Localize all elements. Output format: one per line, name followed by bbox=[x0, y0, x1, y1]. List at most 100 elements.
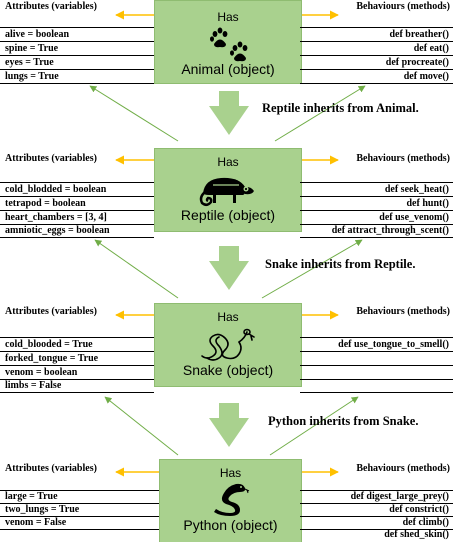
reptile-method: def seek_heat() bbox=[384, 184, 449, 195]
reptile-attribute: amniotic_eggs = boolean bbox=[5, 225, 110, 236]
animal-attributes-header: Attributes (variables) bbox=[5, 1, 97, 12]
reptile-object-title: Reptile (object) bbox=[180, 207, 276, 223]
down-arrow-2 bbox=[209, 246, 249, 290]
reptile-method-rule-1 bbox=[300, 196, 453, 197]
reptile-attr-rule-4 bbox=[0, 237, 154, 238]
reptile-inherits-caption: Reptile inherits from Animal. bbox=[262, 101, 419, 115]
animal-method-rule-4 bbox=[300, 83, 453, 84]
snake-attr-rule-2 bbox=[0, 365, 154, 366]
reptile-attribute: tetrapod = boolean bbox=[5, 198, 86, 209]
animal-method-rule-3 bbox=[300, 69, 453, 70]
animal-attr-rule-0 bbox=[0, 27, 154, 28]
python-method: def constrict() bbox=[389, 504, 449, 515]
reptile-object-box: Has Reptile (object) bbox=[154, 148, 302, 232]
reptile-behaviours-header: Behaviours (methods) bbox=[356, 153, 450, 164]
animal-attribute: alive = boolean bbox=[5, 29, 70, 40]
snake-method-rule-4 bbox=[300, 392, 453, 393]
animal-method-rule-0 bbox=[300, 27, 453, 28]
python-method: def digest_large_prey() bbox=[350, 491, 449, 502]
python-snake-icon bbox=[214, 483, 250, 516]
reptile-attributes-header: Attributes (variables) bbox=[5, 153, 97, 164]
snake-attribute: venom = boolean bbox=[5, 367, 78, 378]
animal-object-box: Has Animal (object) bbox=[154, 0, 302, 84]
reptile-method-rule-3 bbox=[300, 224, 453, 225]
snake-outline-icon bbox=[201, 328, 255, 361]
reptile-method: def use_venom() bbox=[379, 212, 449, 223]
python-attribute: two_lungs = True bbox=[5, 504, 80, 515]
snake-attr-rule-1 bbox=[0, 351, 154, 352]
animal-method: def eat() bbox=[413, 43, 449, 54]
python-has-label: Has bbox=[219, 466, 242, 480]
python-method: def shed_skin() bbox=[384, 529, 449, 540]
animal-attr-rule-4 bbox=[0, 83, 154, 84]
animal-behaviours-header: Behaviours (methods) bbox=[356, 1, 450, 12]
animal-method: def breather() bbox=[389, 29, 449, 40]
reptile-attr-rule-0 bbox=[0, 182, 154, 183]
animal-attribute: eyes = True bbox=[5, 57, 54, 68]
python-attr-rule-0 bbox=[0, 490, 159, 491]
inherit-arrow-right-2 bbox=[261, 239, 363, 299]
reptile-method-rule-0 bbox=[300, 182, 453, 183]
snake-has-label: Has bbox=[217, 310, 239, 324]
animal-has-label: Has bbox=[217, 10, 239, 24]
inherit-arrow-right-1 bbox=[274, 85, 366, 142]
snake-attribute: limbs = False bbox=[5, 380, 62, 391]
python-behaviours-header: Behaviours (methods) bbox=[356, 463, 450, 474]
reptile-attribute: heart_chambers = [3, 4] bbox=[5, 212, 107, 223]
snake-method-rule-0 bbox=[300, 337, 453, 338]
down-arrow-1 bbox=[209, 91, 249, 135]
python-attribute: venom = False bbox=[5, 517, 67, 528]
paw-prints-icon bbox=[210, 27, 248, 62]
animal-attr-rule-3 bbox=[0, 69, 154, 70]
python-attr-rule-3 bbox=[0, 529, 159, 530]
reptile-has-label: Has bbox=[217, 155, 239, 169]
python-method-rule-0 bbox=[300, 490, 453, 491]
python-attr-rule-2 bbox=[0, 516, 159, 517]
inherit-arrow-left-3 bbox=[104, 396, 179, 456]
python-method-rule-2 bbox=[300, 516, 453, 517]
reptile-method-rule-2 bbox=[300, 210, 453, 211]
animal-attribute: spine = True bbox=[5, 43, 59, 54]
python-method-rule-3 bbox=[300, 529, 453, 530]
animal-method-rule-1 bbox=[300, 41, 453, 42]
snake-behaviours-header: Behaviours (methods) bbox=[356, 306, 450, 317]
snake-attr-rule-4 bbox=[0, 392, 154, 393]
animal-attr-rule-2 bbox=[0, 55, 154, 56]
python-method: def climb() bbox=[402, 517, 449, 528]
python-object-title: Python (object) bbox=[183, 517, 278, 533]
reptile-attr-rule-3 bbox=[0, 224, 154, 225]
snake-attr-rule-3 bbox=[0, 379, 154, 380]
reptile-method: def hunt() bbox=[406, 198, 449, 209]
python-object-box: Has Python (object) bbox=[159, 459, 302, 542]
inherit-arrow-right-3 bbox=[269, 396, 359, 456]
animal-object-title: Animal (object) bbox=[181, 61, 275, 77]
animal-attr-rule-1 bbox=[0, 41, 154, 42]
inherit-arrow-left-2 bbox=[94, 239, 179, 299]
snake-inherits-caption: Snake inherits from Reptile. bbox=[265, 257, 416, 271]
animal-method: def procreate() bbox=[385, 57, 449, 68]
python-attr-rule-1 bbox=[0, 503, 159, 504]
snake-object-title: Snake (object) bbox=[182, 362, 274, 378]
reptile-method-rule-4 bbox=[300, 237, 453, 238]
snake-attributes-header: Attributes (variables) bbox=[5, 306, 97, 317]
animal-attribute: lungs = True bbox=[5, 71, 59, 82]
reptile-attr-rule-1 bbox=[0, 196, 154, 197]
inherit-arrow-left-1 bbox=[89, 85, 179, 142]
animal-method-rule-2 bbox=[300, 55, 453, 56]
python-inherits-caption: Python inherits from Snake. bbox=[268, 414, 419, 428]
chameleon-icon bbox=[199, 177, 254, 206]
snake-attribute: forked_tongue = True bbox=[5, 353, 99, 364]
reptile-attr-rule-2 bbox=[0, 210, 154, 211]
python-attributes-header: Attributes (variables) bbox=[5, 463, 97, 474]
down-arrow-3 bbox=[209, 403, 249, 447]
snake-method-rule-2 bbox=[300, 365, 453, 366]
snake-attr-rule-0 bbox=[0, 337, 154, 338]
reptile-method: def attract_through_scent() bbox=[331, 225, 449, 236]
snake-method: def use_tongue_to_smell() bbox=[338, 339, 449, 350]
python-attribute: large = True bbox=[5, 491, 58, 502]
snake-method-rule-1 bbox=[300, 351, 453, 352]
reptile-attribute: cold_blodded = boolean bbox=[5, 184, 107, 195]
python-method-rule-1 bbox=[300, 503, 453, 504]
snake-attribute: cold_blooded = True bbox=[5, 339, 93, 350]
